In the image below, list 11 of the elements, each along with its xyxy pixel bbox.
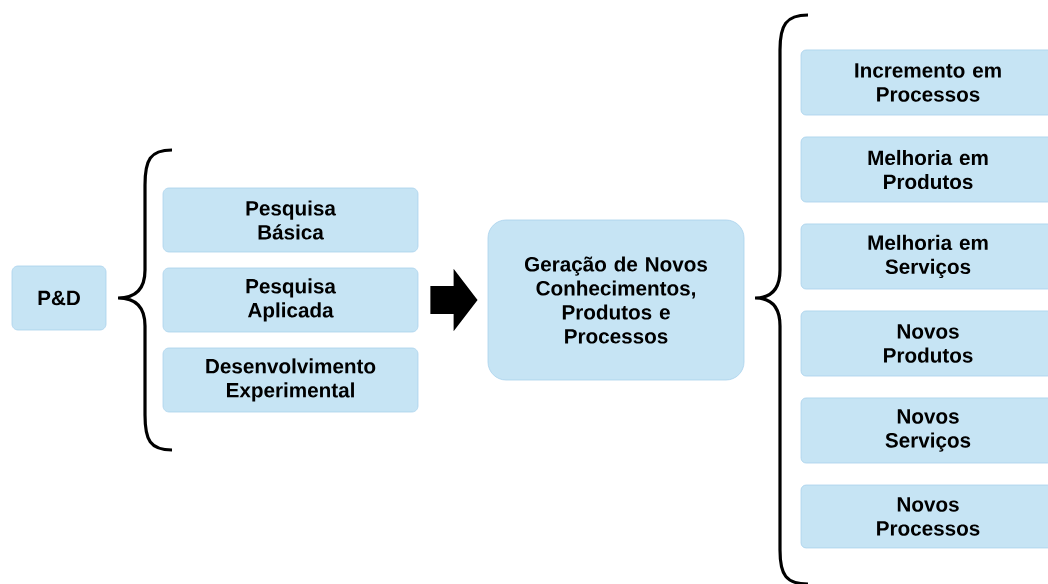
process-box: P&D [11,265,107,331]
process-box: Geração de Novos Conhecimentos, Produtos e Processos [487,219,745,381]
process-box: Novos Processos [800,484,1048,549]
process-box: Melhoria em Produtos [800,136,1048,203]
process-box: Novos Serviços [800,397,1048,464]
process-box: Incremento em Processos [800,49,1048,116]
process-box: Pesquisa Básica [162,187,419,253]
process-box: Desenvolvimento Experimental [162,347,419,413]
process-box: Melhoria em Serviços [800,223,1048,290]
process-box: Novos Produtos [800,310,1048,377]
process-box: Pesquisa Aplicada [162,267,419,333]
